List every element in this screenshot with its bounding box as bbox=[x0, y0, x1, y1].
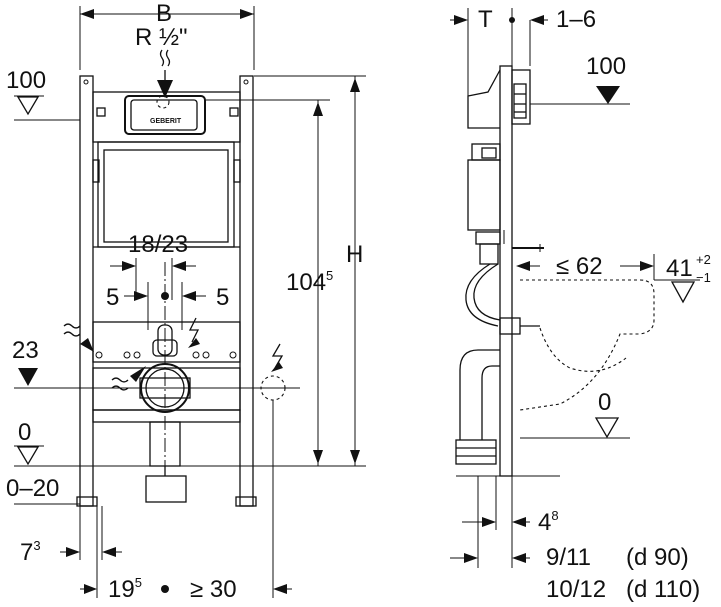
level-100-label: 100 bbox=[6, 67, 46, 94]
height-h: H bbox=[346, 241, 363, 268]
frame-post-left bbox=[79, 75, 94, 507]
dim-4-sup: 8 bbox=[551, 508, 558, 523]
dim-41-tol-minus: −1 bbox=[696, 270, 711, 285]
floor-range-label: 0–20 bbox=[6, 475, 59, 502]
actuator-plate bbox=[124, 95, 206, 135]
dim-18-23: 18/23 bbox=[128, 231, 188, 258]
dim-9-11: 9/11 bbox=[546, 544, 591, 571]
side-level-100-label: 100 bbox=[586, 53, 626, 80]
depth-label-t: T bbox=[478, 6, 493, 33]
level-23-label: 23 bbox=[12, 337, 39, 364]
dim-7-value: 7 bbox=[20, 539, 33, 566]
dim-7: 73 bbox=[20, 538, 41, 566]
power-icon bbox=[271, 343, 284, 369]
dim-10-12: 10/12 bbox=[546, 576, 606, 603]
dim-ge30: ≥ 30 bbox=[190, 576, 237, 603]
dim-19-value: 19 bbox=[108, 576, 135, 603]
side-frame bbox=[499, 65, 513, 477]
dim-19-sup: 5 bbox=[135, 575, 142, 590]
dim-41-tol-plus: +2 bbox=[696, 252, 711, 267]
side-level-0-label: 0 bbox=[598, 389, 611, 416]
dim-le62: ≤ 62 bbox=[556, 253, 603, 280]
side-level-100-marker bbox=[596, 86, 620, 104]
level-41-marker bbox=[670, 281, 696, 304]
side-view: T 1–6 100 bbox=[450, 6, 711, 603]
connection-label: R ½" bbox=[135, 24, 188, 51]
drain-pipe bbox=[459, 349, 500, 440]
frame-post-right bbox=[239, 75, 254, 507]
side-cistern bbox=[467, 159, 501, 231]
dim-5-left: 5 bbox=[106, 284, 119, 311]
brand-plate-text: GEBERIT bbox=[150, 118, 182, 125]
front-view: B R ½" 100 GEBERIT 18/23 bbox=[6, 0, 366, 603]
dim-4: 48 bbox=[538, 508, 559, 536]
side-level-0-marker bbox=[594, 417, 620, 439]
dim-4-value: 4 bbox=[538, 509, 551, 536]
dim-1-6: 1–6 bbox=[556, 6, 596, 33]
height-104-sup: 5 bbox=[326, 268, 333, 283]
level-0-label: 0 bbox=[18, 419, 31, 446]
water-inlet-icon bbox=[63, 323, 81, 337]
dim-d90: (d 90) bbox=[626, 544, 689, 571]
width-label-b: B bbox=[156, 0, 172, 27]
height-104-value: 104 bbox=[286, 269, 326, 296]
dim-41: 41 bbox=[666, 255, 693, 282]
level-23-marker bbox=[18, 368, 38, 386]
level-0-marker bbox=[16, 446, 40, 466]
water-supply-icon bbox=[159, 49, 171, 67]
dim-7-sup: 3 bbox=[33, 538, 40, 553]
dim-d110: (d 110) bbox=[626, 576, 700, 603]
height-104: 1045 bbox=[286, 268, 333, 296]
power-icon-inner bbox=[188, 317, 200, 343]
level-100-marker bbox=[16, 96, 40, 116]
dim-19: 195 bbox=[108, 575, 142, 603]
dim-5-right: 5 bbox=[216, 284, 229, 311]
wc-bowl-outline bbox=[519, 279, 655, 411]
